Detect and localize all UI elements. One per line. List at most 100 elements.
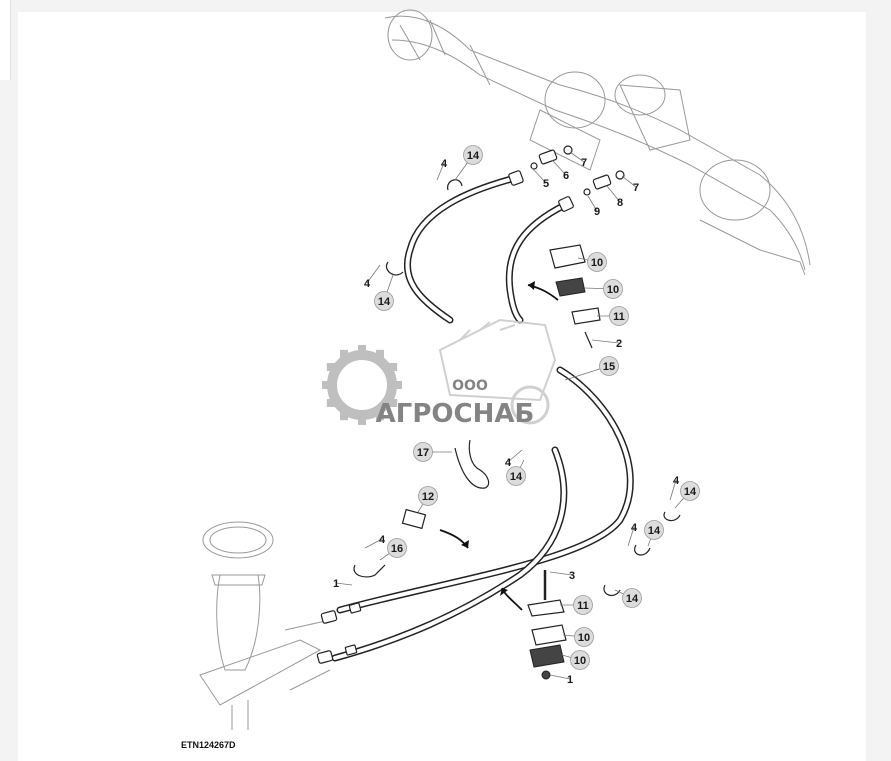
callout-label: 5 (543, 178, 549, 190)
callout-label: 6 (563, 170, 569, 182)
callout-leader (531, 167, 547, 184)
callout-label: 4 (364, 278, 371, 290)
callout-14: 14 (644, 520, 664, 540)
callout-leader (335, 582, 353, 586)
callout-label: 4 (673, 475, 680, 487)
callout-bubble (680, 481, 700, 501)
callout-leader (551, 159, 567, 176)
callout-label: 4 (379, 534, 386, 546)
callout-label: 7 (581, 157, 587, 169)
watermark-line1: ООО (452, 378, 488, 394)
callout-9: 9 (594, 206, 600, 218)
watermark-tractor-icon (438, 318, 557, 425)
fittings (316, 145, 625, 664)
callout-label: 14 (378, 296, 391, 308)
callout-10: 10 (570, 650, 590, 670)
arrows (439, 281, 559, 611)
steering-column-drawing (199, 521, 331, 730)
callout-4: 4 (364, 278, 371, 290)
callout-label: 14 (510, 471, 523, 483)
figure-id: ETN124267D (181, 740, 236, 750)
hydraulic-hoses (331, 174, 634, 662)
callout-11: 11 (573, 595, 593, 615)
callout-label: 10 (578, 632, 590, 644)
callout-label: 4 (631, 522, 638, 534)
callout-12: 12 (418, 486, 438, 506)
callout-label: 1 (333, 578, 339, 590)
callout-leader (366, 264, 381, 284)
callout-label: 10 (574, 655, 586, 667)
callout-14: 14 (506, 466, 526, 486)
callout-14: 14 (374, 291, 394, 311)
callout-4: 4 (505, 457, 512, 469)
callout-bubble (622, 588, 642, 608)
callout-bubble (418, 486, 438, 506)
callout-bubble (413, 442, 433, 462)
callout-bubble (587, 252, 607, 272)
callout-bubble (573, 595, 593, 615)
callout-leader (507, 449, 523, 463)
clamps (353, 179, 681, 680)
callout-2: 2 (616, 338, 622, 350)
callout-leader (606, 185, 621, 203)
callout-bubble (463, 145, 483, 165)
front-axle-drawing (384, 9, 811, 276)
callout-label: 8 (617, 197, 623, 209)
top-strip (0, 0, 891, 12)
callout-bubble (570, 650, 590, 670)
callout-label: 14 (626, 593, 639, 605)
callout-bubble (387, 538, 407, 558)
callout-8: 8 (617, 197, 623, 209)
callout-leader (627, 526, 635, 547)
callout-label: 17 (417, 447, 429, 459)
watermark-gear-icon (322, 345, 402, 425)
callout-leader (549, 674, 571, 680)
callout-label: 4 (505, 457, 512, 469)
sidebar-strip (0, 0, 11, 80)
callout-label: 10 (591, 257, 603, 269)
callout-3: 3 (569, 570, 575, 582)
callout-4: 4 (441, 158, 448, 170)
callout-label: 11 (613, 311, 625, 323)
callout-label: 14 (467, 150, 480, 162)
callout-10: 10 (587, 252, 607, 272)
callout-leader (621, 175, 637, 188)
callout-leader (587, 195, 598, 212)
callout-bubble (603, 279, 623, 299)
callout-label: 10 (607, 284, 619, 296)
callout-4: 4 (631, 522, 638, 534)
callout-bubble (506, 466, 526, 486)
callout-leader (591, 339, 620, 344)
callout-10: 10 (574, 627, 594, 647)
watermark-line2: АГРОСНАБ (376, 399, 535, 429)
callout-11: 11 (609, 306, 629, 326)
callout-6: 6 (563, 170, 569, 182)
callout-5: 5 (543, 178, 549, 190)
callout-7: 7 (633, 182, 639, 194)
callout-14: 14 (622, 588, 642, 608)
callout-bubble (609, 306, 629, 326)
callout-4: 4 (379, 534, 386, 546)
callout-15: 15 (599, 356, 619, 376)
callout-label: 2 (616, 338, 622, 350)
callout-label: 14 (648, 525, 661, 537)
callout-leader (569, 151, 585, 163)
callout-bubble (599, 356, 619, 376)
callout-label: 12 (422, 491, 434, 503)
callout-17: 17 (413, 442, 433, 462)
callout-bubble (374, 291, 394, 311)
callout-label: 15 (603, 361, 615, 373)
diagram-panel (18, 12, 866, 761)
callout-label: 1 (567, 674, 573, 686)
callout-4: 4 (673, 475, 680, 487)
callout-label: 7 (633, 182, 639, 194)
callout-label: 4 (441, 158, 448, 170)
callout-14: 14 (680, 481, 700, 501)
callout-bubble (644, 520, 664, 540)
callout-leader (436, 162, 445, 181)
callout-14: 14 (463, 145, 483, 165)
callout-label: 16 (391, 543, 403, 555)
callout-label: 3 (569, 570, 575, 582)
